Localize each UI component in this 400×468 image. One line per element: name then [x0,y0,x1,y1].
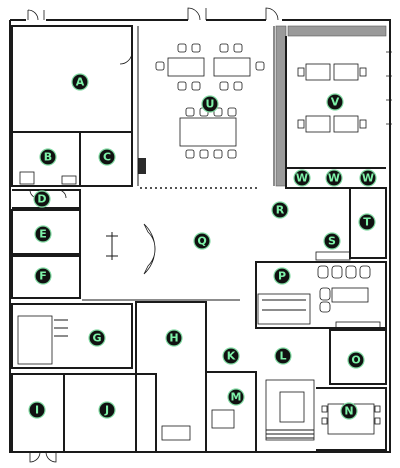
room-h [135,301,207,453]
svg-text:R: R [276,204,285,217]
svg-text:W: W [362,172,374,185]
svg-text:G: G [92,332,101,345]
room-g [11,303,133,369]
entrance-doors [27,7,279,463]
marker-m: M [227,388,245,406]
marker-o: O [347,351,365,369]
svg-text:H: H [169,332,178,345]
marker-s: S [323,232,341,250]
marker-w-3: W [359,169,377,187]
marker-e: E [34,225,52,243]
marker-w-2: W [325,169,343,187]
svg-text:W: W [296,172,308,185]
outer-walls [9,19,391,453]
svg-text:S: S [328,235,336,248]
svg-text:A: A [76,76,85,89]
svg-text:M: M [231,391,242,404]
room-m [205,371,257,453]
marker-k: K [222,347,240,365]
marker-r: R [271,201,289,219]
marker-a: A [71,73,89,91]
room-v [275,25,392,187]
svg-text:W: W [328,172,340,185]
marker-i: I [28,401,46,419]
marker-l: L [274,347,292,365]
marker-g: G [88,329,106,347]
marker-n: N [340,402,358,420]
room-p [255,261,387,329]
marker-v: V [326,93,344,111]
marker-u: U [201,95,219,113]
svg-text:F: F [39,270,47,283]
svg-text:K: K [227,350,236,363]
svg-text:B: B [44,151,52,164]
svg-text:T: T [363,216,371,229]
svg-text:V: V [331,96,340,109]
room-t [349,187,387,259]
room-e [11,209,81,255]
room-u [137,26,275,189]
stair [265,379,315,441]
svg-text:P: P [278,270,286,283]
svg-text:C: C [103,151,111,164]
svg-text:D: D [37,193,46,206]
room-c [79,132,146,187]
marker-f: F [34,267,52,285]
svg-text:N: N [344,405,353,418]
marker-t: T [358,213,376,231]
marker-q: Q [193,232,211,250]
marker-b: B [39,148,57,166]
marker-d: D [33,190,51,208]
svg-text:O: O [351,354,360,367]
svg-text:E: E [39,228,47,241]
svg-text:U: U [206,98,215,111]
lobby-q [82,223,240,301]
corridor-s [315,251,351,261]
svg-text:J: J [104,404,109,417]
marker-h: H [165,329,183,347]
svg-text:L: L [279,350,286,363]
room-j [64,373,157,453]
marker-j: J [98,401,116,419]
room-w [285,168,350,189]
marker-w-1: W [293,169,311,187]
marker-c: C [98,148,116,166]
room-f [11,255,81,299]
marker-p: P [273,267,291,285]
svg-text:I: I [35,404,39,417]
svg-text:Q: Q [197,235,206,248]
